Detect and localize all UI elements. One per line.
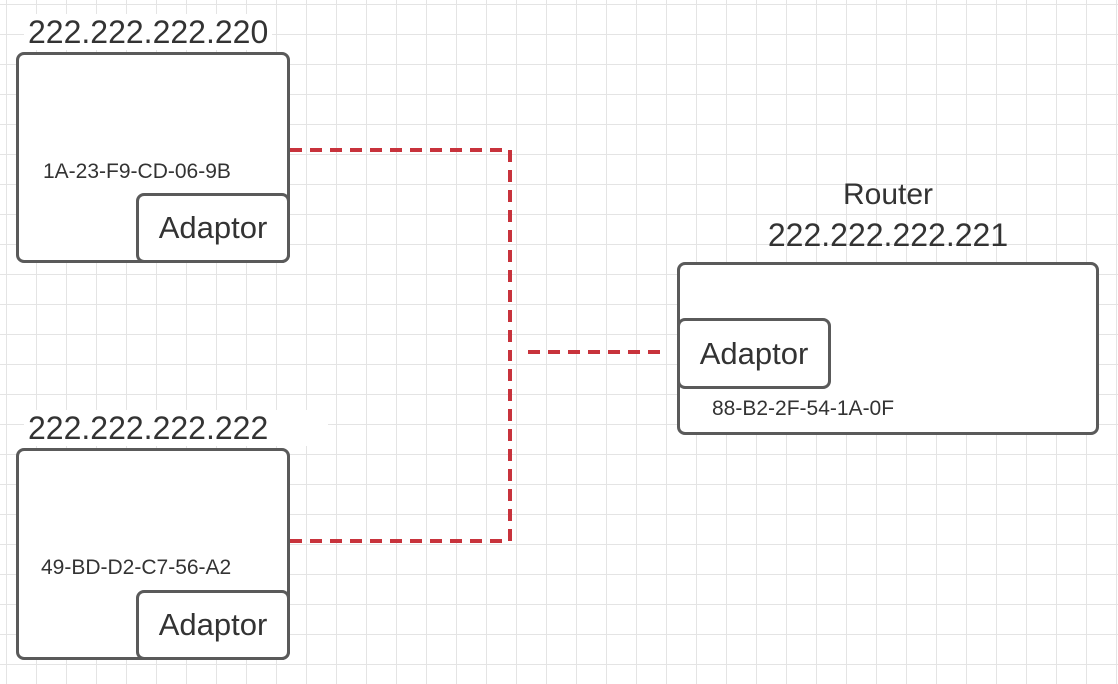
- router-adaptor[interactable]: Adaptor: [677, 318, 831, 389]
- host-bottom-mac-address: 49-BD-D2-C7-56-A2: [41, 556, 232, 579]
- link-host-top: [290, 148, 512, 352]
- host-bottom-adaptor[interactable]: Adaptor: [136, 590, 290, 660]
- host-bottom-box[interactable]: 49-BD-D2-C7-56-A2: [16, 448, 290, 660]
- router-title: Router: [842, 178, 934, 211]
- router-box[interactable]: 88-B2-2F-54-1A-0F: [677, 262, 1099, 435]
- link-host-bottom: [290, 352, 512, 543]
- host-top-mac-address: 1A-23-F9-CD-06-9B: [43, 160, 231, 183]
- router-mac-address: 88-B2-2F-54-1A-0F: [712, 397, 895, 420]
- host-bottom-ip-label: 222.222.222.222: [24, 410, 329, 446]
- host-top-adaptor[interactable]: Adaptor: [136, 193, 290, 263]
- host-top-ip-label: 222.222.222.220: [24, 14, 273, 50]
- router-ip-label: 222.222.222.221: [767, 217, 1009, 253]
